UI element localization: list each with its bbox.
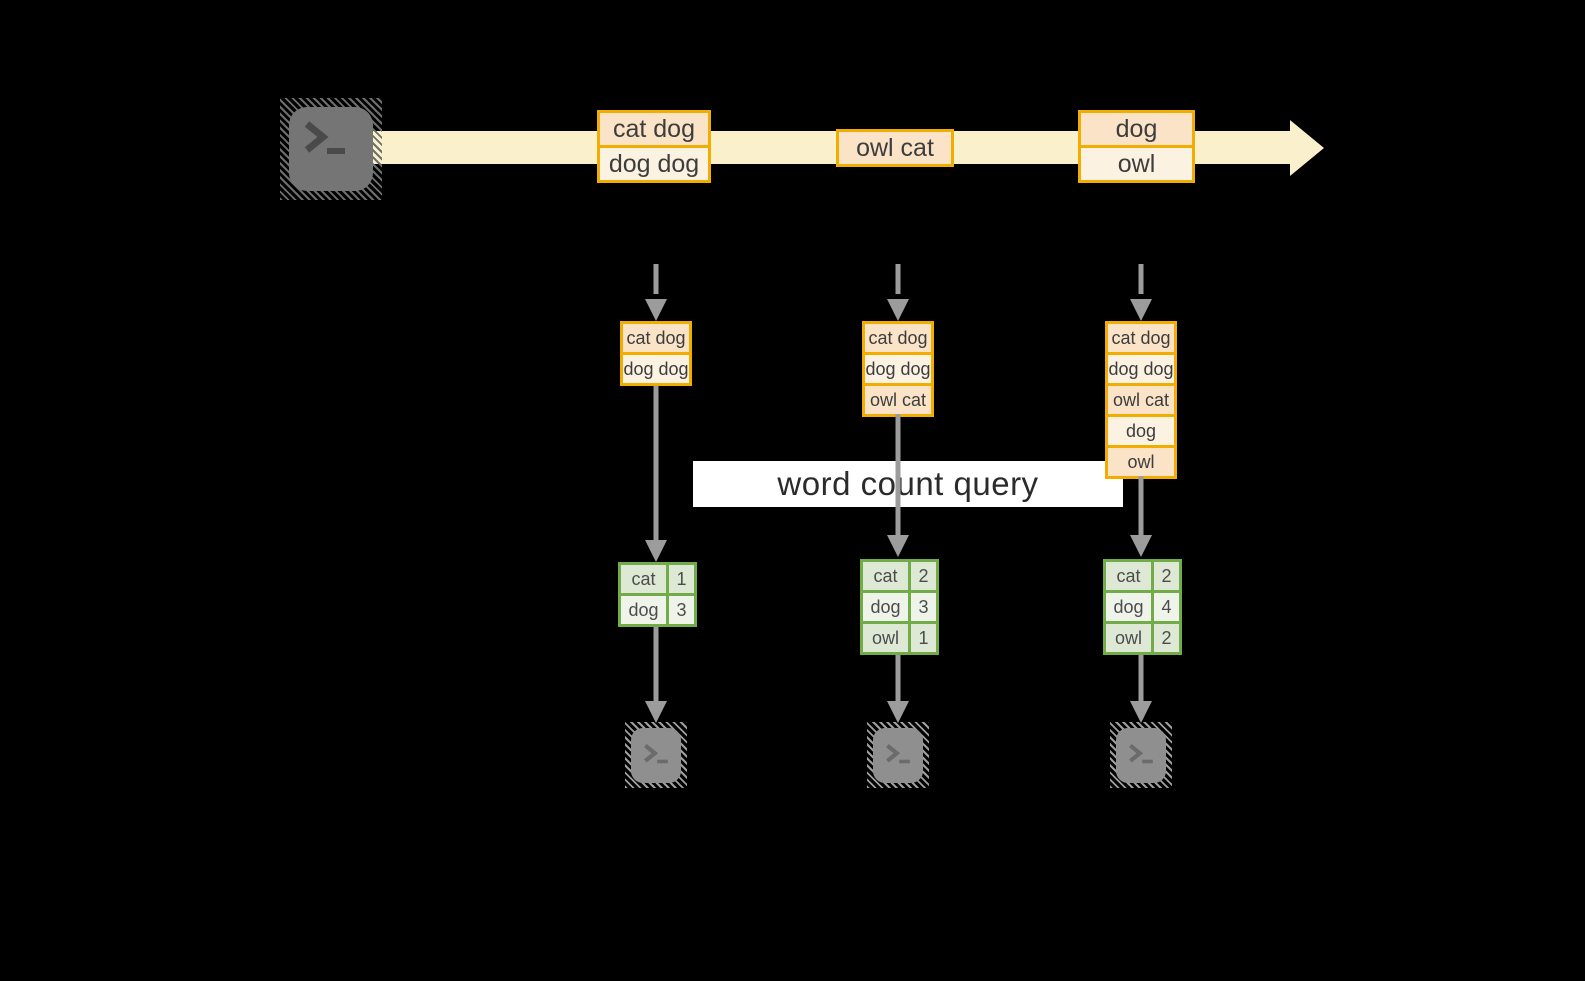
word-cell: owl xyxy=(1106,624,1151,652)
count-cell: 1 xyxy=(911,624,936,652)
word-cell: dog xyxy=(621,596,666,624)
output-arrowhead xyxy=(1130,701,1152,723)
buffer-record: owl cat xyxy=(1105,383,1177,417)
terminal-prompt-icon xyxy=(304,121,345,154)
buffer-record: owl cat xyxy=(862,383,934,417)
count-table-2: cat 2 dog 3 owl 1 xyxy=(860,559,939,655)
ingest-arrow-dash xyxy=(1138,264,1144,294)
sink-terminal-icon xyxy=(625,722,687,788)
count-cell: 2 xyxy=(1154,562,1179,590)
count-cell: 3 xyxy=(911,593,936,621)
word-cell: dog xyxy=(1106,593,1151,621)
word-cell: cat xyxy=(863,562,908,590)
terminal-body xyxy=(873,728,923,783)
ingest-arrow-dash xyxy=(653,264,659,294)
query-arrowhead xyxy=(1130,535,1152,557)
event-record: owl xyxy=(1078,145,1195,183)
event-record: cat dog xyxy=(597,110,711,148)
query-label: word count query xyxy=(777,465,1039,502)
count-cell: 3 xyxy=(669,596,694,624)
output-arrow-line xyxy=(1138,655,1144,703)
buffer-stack-2: cat dog dog dog owl cat xyxy=(862,321,934,417)
terminal-body xyxy=(289,107,373,191)
terminal-body xyxy=(1116,728,1166,783)
sink-terminal-icon xyxy=(867,722,929,788)
query-banner: word count query xyxy=(693,461,1123,507)
query-arrow-line xyxy=(1138,476,1144,537)
ingest-arrow-dash xyxy=(895,264,901,294)
event-record: owl cat xyxy=(836,129,954,167)
word-cell: cat xyxy=(621,565,666,593)
output-arrowhead xyxy=(887,701,909,723)
buffer-record: cat dog xyxy=(620,321,692,355)
output-arrow-line xyxy=(895,655,901,703)
buffer-record: dog xyxy=(1105,414,1177,448)
event-record: dog xyxy=(1078,110,1195,148)
word-cell: owl xyxy=(863,624,908,652)
buffer-stack-1: cat dog dog dog xyxy=(620,321,692,386)
terminal-body xyxy=(631,728,681,783)
buffer-record: cat dog xyxy=(862,321,934,355)
word-cell: dog xyxy=(863,593,908,621)
event-record: dog dog xyxy=(597,145,711,183)
buffer-record: cat dog xyxy=(1105,321,1177,355)
output-arrow-line xyxy=(653,627,659,703)
query-arrow-line xyxy=(895,414,901,537)
stream-event-1: cat dog dog dog xyxy=(597,110,711,183)
terminal-prompt-icon xyxy=(1129,743,1153,764)
count-table-1: cat 1 dog 3 xyxy=(618,562,697,627)
ingest-arrowhead xyxy=(1130,299,1152,321)
query-arrow-line xyxy=(653,386,659,542)
query-arrowhead xyxy=(887,535,909,557)
output-arrowhead xyxy=(645,701,667,723)
word-cell: cat xyxy=(1106,562,1151,590)
ingest-arrowhead xyxy=(645,299,667,321)
count-table-3: cat 2 dog 4 owl 2 xyxy=(1103,559,1182,655)
source-terminal-icon xyxy=(280,98,382,200)
count-cell: 2 xyxy=(911,562,936,590)
stream-arrowhead xyxy=(1290,120,1324,176)
buffer-record: owl xyxy=(1105,445,1177,479)
query-arrowhead xyxy=(645,540,667,562)
buffer-record: dog dog xyxy=(862,352,934,386)
stream-event-2: owl cat xyxy=(836,129,954,167)
terminal-prompt-icon xyxy=(644,743,668,764)
sink-terminal-icon xyxy=(1110,722,1172,788)
count-cell: 1 xyxy=(669,565,694,593)
terminal-prompt-icon xyxy=(886,743,910,764)
buffer-record: dog dog xyxy=(1105,352,1177,386)
buffer-stack-3: cat dog dog dog owl cat dog owl xyxy=(1105,321,1177,479)
buffer-record: dog dog xyxy=(620,352,692,386)
count-cell: 4 xyxy=(1154,593,1179,621)
ingest-arrowhead xyxy=(887,299,909,321)
count-cell: 2 xyxy=(1154,624,1179,652)
stream-event-3: dog owl xyxy=(1078,110,1195,183)
